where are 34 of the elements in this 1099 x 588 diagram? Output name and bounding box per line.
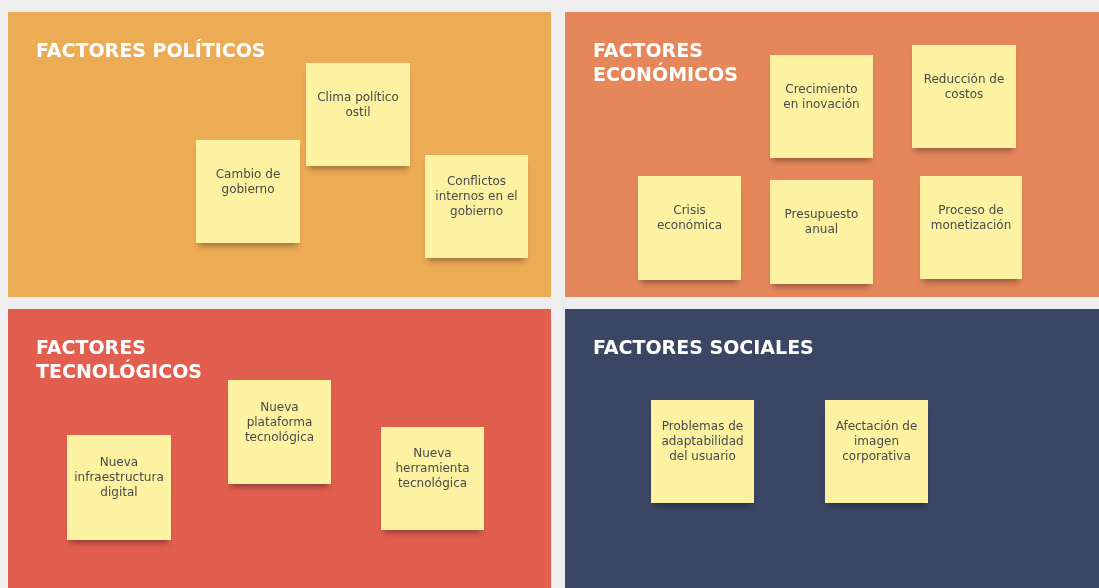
sticky-note — [381, 427, 484, 530]
note-text: Afectación de imagen corporativa — [834, 419, 919, 464]
note-text: Nueva herramienta tecnológica — [394, 446, 471, 491]
sticky-note — [196, 140, 300, 243]
note-text: Conflictos internos en el gobierno — [434, 174, 519, 219]
note-text: Presupuesto anual — [783, 207, 860, 237]
sticky-note — [228, 380, 331, 484]
panel-heading: FACTORES ECONÓMICOS — [593, 38, 739, 86]
sticky-note — [770, 55, 873, 158]
sticky-note — [638, 176, 741, 280]
sticky-note — [912, 45, 1016, 148]
sticky-note — [651, 400, 754, 503]
note-text: Reducción de costos — [922, 71, 1006, 102]
sticky-note — [67, 435, 171, 540]
note-text: Cambio de gobierno — [214, 166, 282, 197]
panel-heading: FACTORES SOCIALES — [593, 335, 815, 359]
sticky-note — [306, 63, 410, 166]
note-text: Nueva plataforma tecnológica — [243, 399, 316, 445]
note-text: Clima político ostil — [316, 89, 400, 120]
note-text: Crecimiento en inovación — [782, 81, 861, 112]
sticky-note — [770, 180, 873, 284]
note-text: Crisis económica — [655, 203, 724, 233]
panel-heading: FACTORES POLÍTICOS — [36, 38, 267, 62]
quadrant-panel — [565, 309, 1099, 588]
note-text: Problemas de adaptabilidad del usuario — [660, 419, 745, 464]
sticky-note — [425, 155, 528, 258]
panel-heading: FACTORES TECNOLÓGICOS — [36, 335, 203, 383]
quadrant-panel — [565, 12, 1099, 297]
sticky-note — [920, 176, 1022, 279]
note-text: Nueva infraestructura digital — [74, 455, 164, 500]
quadrant-panel — [8, 12, 551, 297]
quadrant-panel — [8, 309, 551, 588]
note-text: Proceso de monetización — [929, 202, 1013, 233]
sticky-note — [825, 400, 928, 503]
